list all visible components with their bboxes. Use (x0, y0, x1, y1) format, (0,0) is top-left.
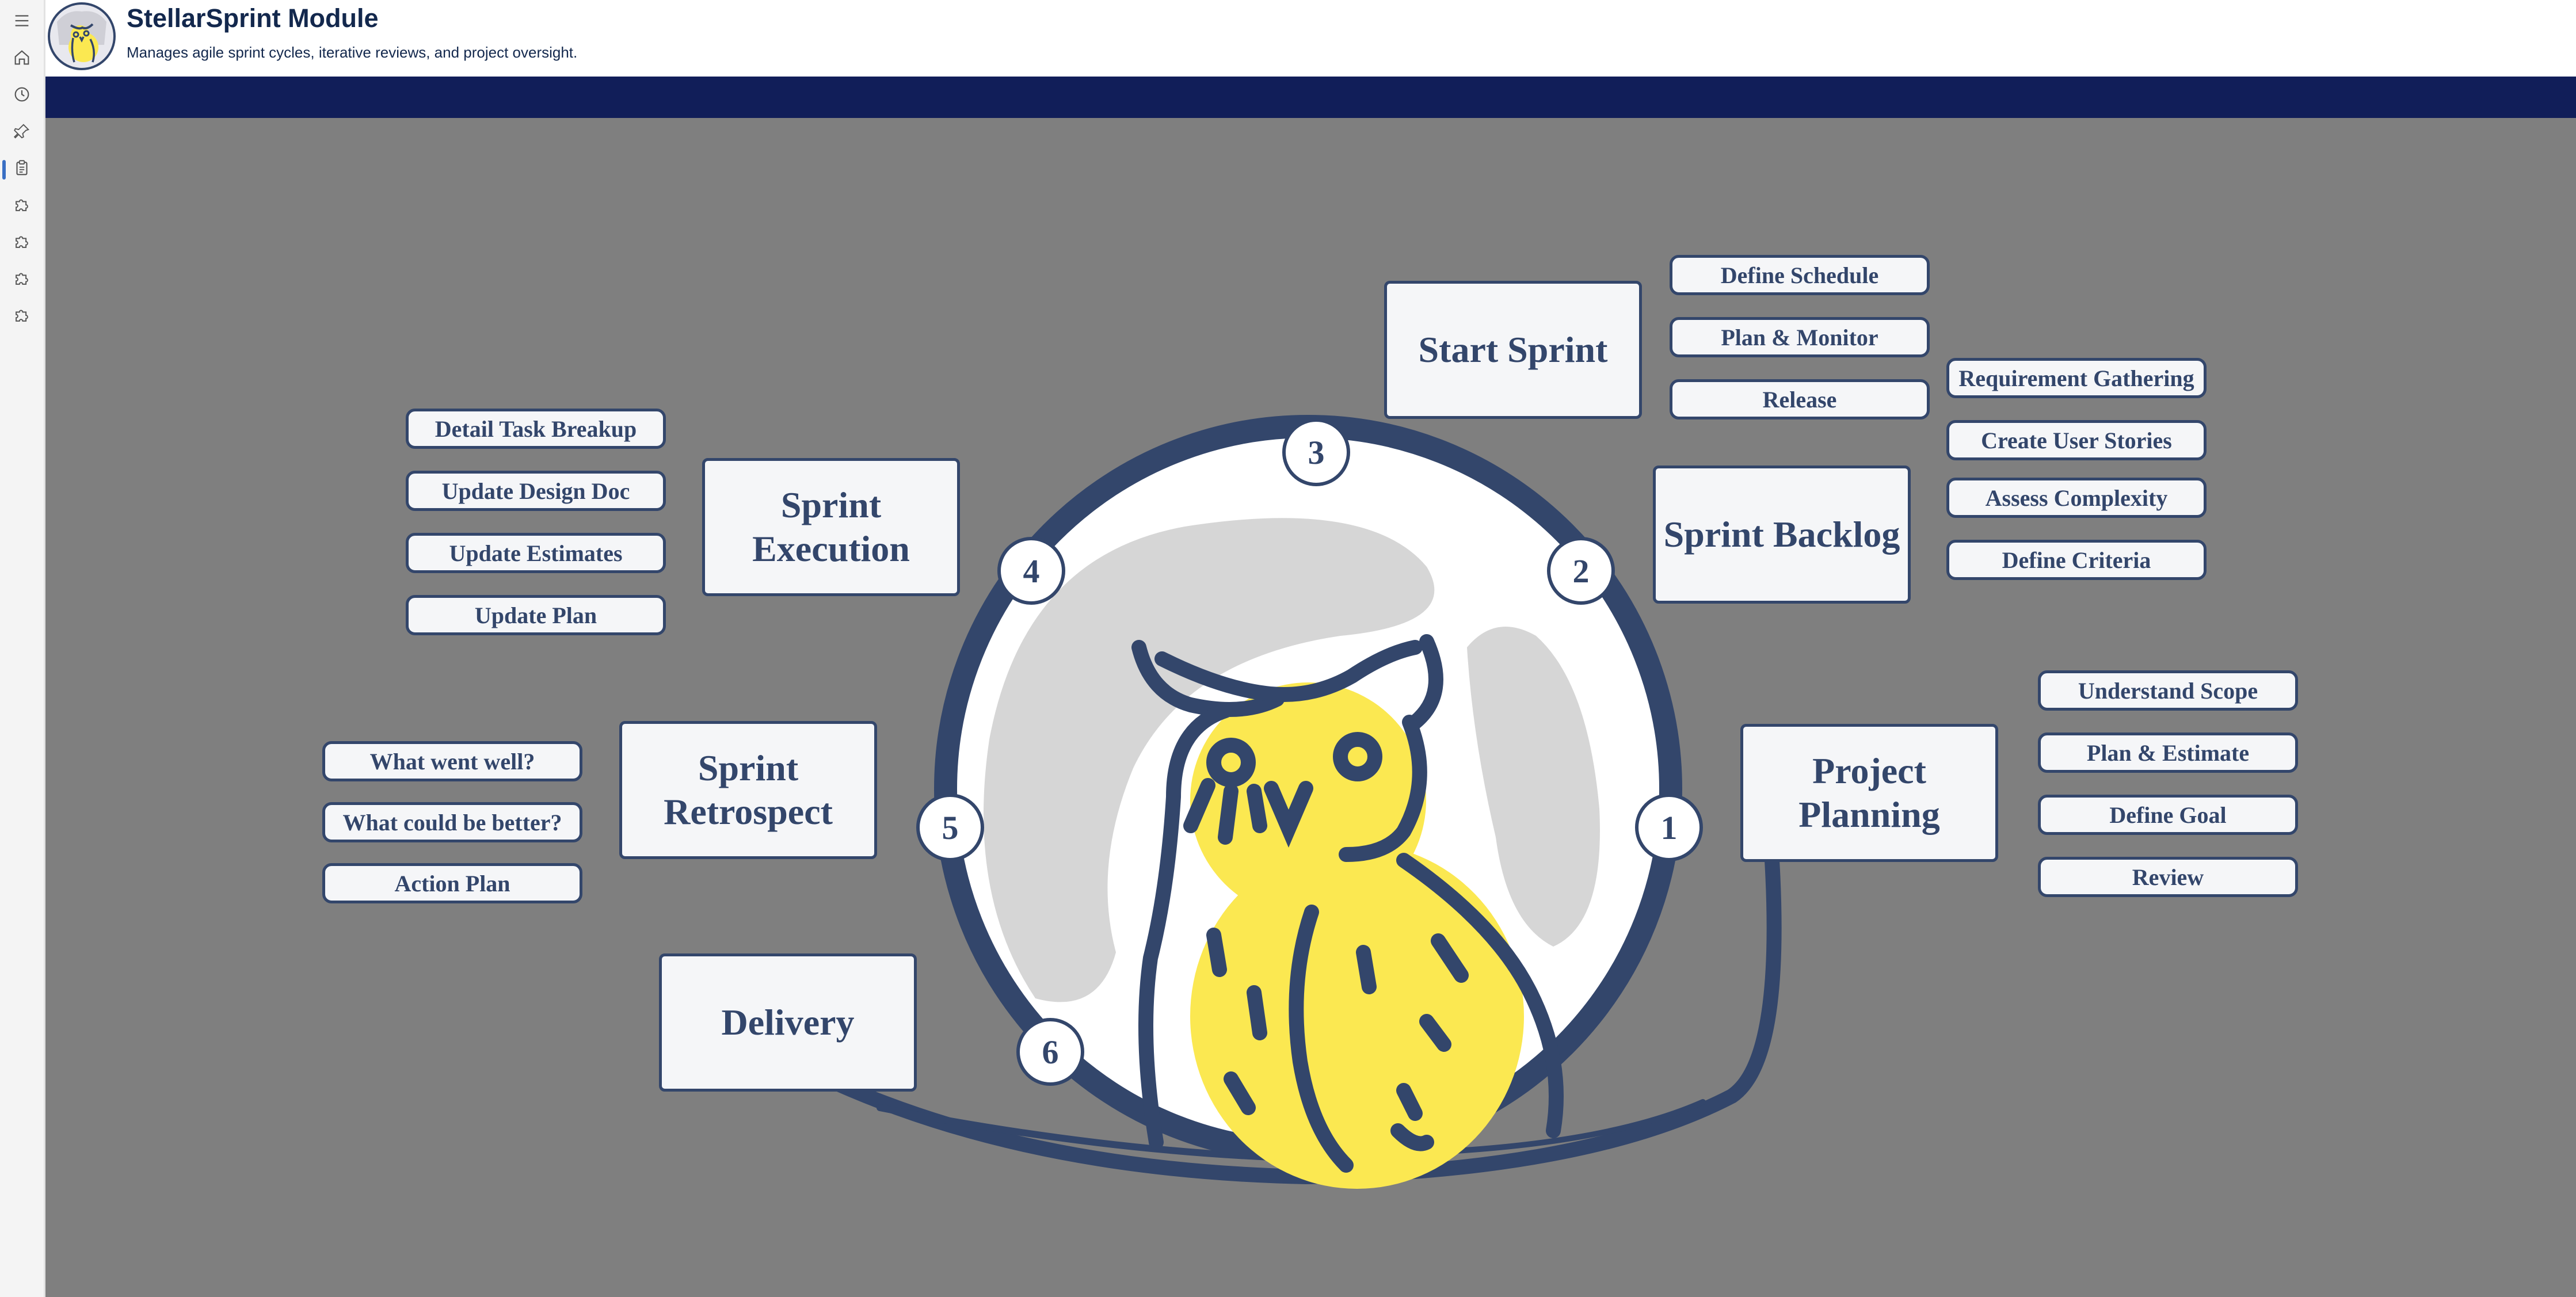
clock-icon (14, 87, 29, 102)
task-assess-complexity[interactable]: Assess Complexity (1946, 478, 2207, 518)
sidebar-item-home[interactable] (6, 41, 38, 74)
phase-project-planning[interactable]: Project Planning (1740, 724, 1998, 862)
sidebar (0, 0, 45, 1297)
app-header: StellarSprint Module Manages agile sprin… (45, 0, 2576, 77)
phase-sprint-execution[interactable]: Sprint Execution (702, 458, 960, 596)
phase-sprint-backlog[interactable]: Sprint Backlog (1653, 466, 1911, 604)
task-what-went-well[interactable]: What went well? (322, 741, 582, 781)
clipboard-icon (16, 160, 28, 176)
task-define-schedule[interactable]: Define Schedule (1670, 255, 1930, 295)
phase-sprint-retrospect[interactable]: Sprint Retrospect (619, 721, 877, 859)
task-update-design-doc[interactable]: Update Design Doc (406, 471, 666, 511)
task-define-goal[interactable]: Define Goal (2038, 795, 2298, 835)
owl-illustration (832, 415, 1782, 1189)
task-update-estimates[interactable]: Update Estimates (406, 533, 666, 573)
sidebar-item-extension-3[interactable] (6, 262, 38, 295)
puzzle-icon (16, 199, 28, 211)
owl-logo-icon (48, 2, 116, 70)
diagram-canvas: Project Planning Sprint Backlog Start Sp… (45, 118, 2576, 1297)
phase-delivery[interactable]: Delivery (659, 953, 917, 1092)
page-subtitle: Manages agile sprint cycles, iterative r… (127, 44, 578, 61)
sidebar-active-indicator (2, 160, 6, 180)
task-understand-scope[interactable]: Understand Scope (2038, 670, 2298, 711)
sidebar-menu-button[interactable] (6, 5, 38, 37)
home-icon (14, 50, 29, 65)
step-number-3: 3 (1282, 418, 1350, 486)
page-title: StellarSprint Module (127, 3, 379, 33)
phase-start-sprint[interactable]: Start Sprint (1384, 281, 1642, 419)
task-review[interactable]: Review (2038, 857, 2298, 897)
puzzle-icon (16, 310, 28, 322)
sidebar-item-extension-1[interactable] (6, 189, 38, 221)
top-nav-bar (45, 77, 2576, 118)
step-number-6: 6 (1016, 1018, 1084, 1086)
step-number-5: 5 (916, 794, 984, 861)
task-what-could-be-better[interactable]: What could be better? (322, 802, 582, 842)
step-number-4: 4 (997, 537, 1065, 605)
task-update-plan[interactable]: Update Plan (406, 595, 666, 635)
sidebar-item-extension-4[interactable] (6, 299, 38, 331)
sidebar-item-recent[interactable] (6, 78, 38, 110)
sidebar-item-workspace[interactable] (6, 152, 38, 184)
task-create-user-stories[interactable]: Create User Stories (1946, 420, 2207, 460)
hamburger-menu-icon (15, 15, 29, 26)
sidebar-item-pinned[interactable] (6, 115, 38, 147)
puzzle-icon (16, 273, 28, 285)
task-requirement-gathering[interactable]: Requirement Gathering (1946, 358, 2207, 398)
sidebar-item-extension-2[interactable] (6, 226, 38, 258)
task-action-plan[interactable]: Action Plan (322, 863, 582, 903)
step-number-2: 2 (1547, 537, 1615, 605)
task-release[interactable]: Release (1670, 379, 1930, 419)
task-detail-task-breakup[interactable]: Detail Task Breakup (406, 409, 666, 449)
puzzle-icon (16, 236, 28, 248)
task-define-criteria[interactable]: Define Criteria (1946, 540, 2207, 580)
step-number-1: 1 (1635, 794, 1703, 861)
task-plan-estimate[interactable]: Plan & Estimate (2038, 733, 2298, 773)
pin-icon (13, 124, 30, 139)
task-plan-monitor[interactable]: Plan & Monitor (1670, 317, 1930, 357)
